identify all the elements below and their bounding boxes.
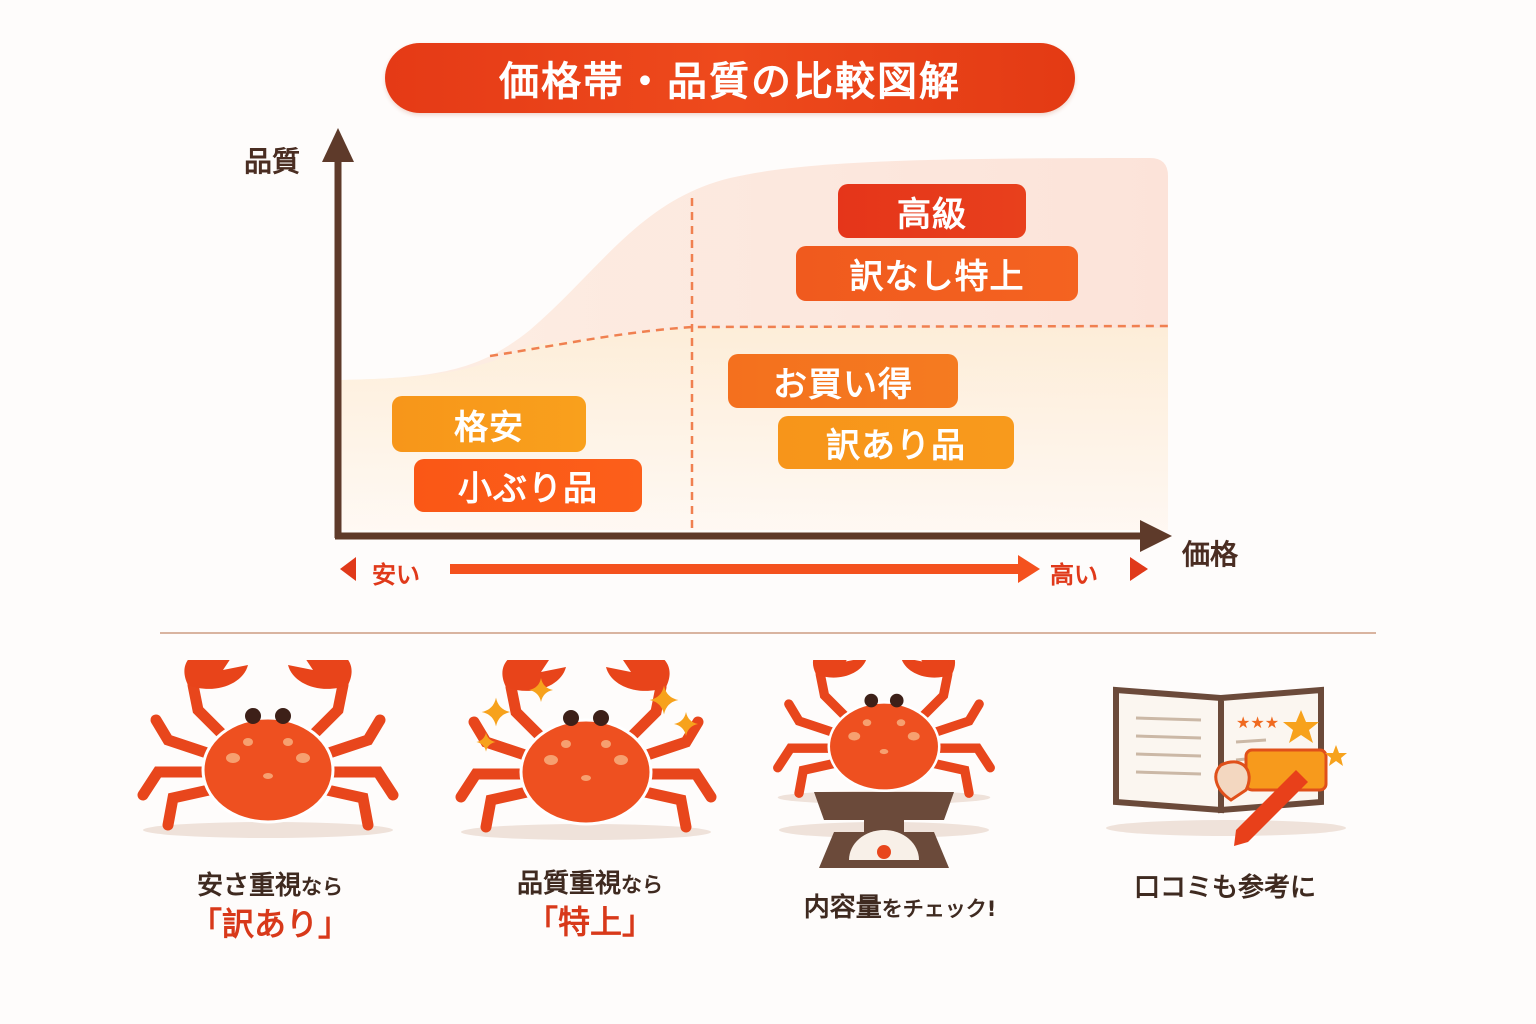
- tip-cheap-caption: 安さ重視なら 「訳あり」: [189, 871, 350, 943]
- y-axis-arrow-icon: [322, 128, 354, 162]
- tag-outlet-item: 訳あり品: [778, 416, 1014, 469]
- right-end-arrow-icon: [1130, 557, 1148, 581]
- price-high-label: 高い: [1050, 561, 1098, 589]
- x-axis-label: 価格: [1182, 538, 1239, 571]
- x-axis-arrow-icon: [1140, 520, 1172, 552]
- tip-contents-caption: 内容量をチェック!: [803, 893, 997, 923]
- crab-on-scale-icon: [778, 660, 991, 868]
- tag-flawless-top-grade: 訳なし特上: [796, 246, 1078, 301]
- tag-cheap: 格安: [392, 396, 586, 452]
- tag-premium: 高級: [838, 184, 1026, 238]
- left-arrow-icon: [340, 557, 356, 581]
- quadrant-chart: [322, 128, 1172, 583]
- y-axis-label: 品質: [244, 145, 301, 178]
- svg-text:★★★: ★★★: [1236, 713, 1279, 732]
- price-low-label: 安い: [372, 561, 420, 589]
- crab-icon: [143, 660, 393, 838]
- sparkle-crab-icon: [461, 660, 711, 840]
- right-arrow-icon: [1018, 555, 1040, 583]
- tip-quality-caption: 品質重視なら 「特上」: [516, 869, 663, 941]
- horizontal-dashed-divider: [489, 324, 1169, 358]
- section-divider: [160, 632, 1376, 634]
- tag-small-size: 小ぶり品: [414, 459, 642, 512]
- page-title: 価格帯・品質の比較図解: [385, 43, 1075, 113]
- price-scale-bar: [450, 564, 1020, 574]
- tag-bargain: お買い得: [728, 354, 958, 408]
- tip-icons: ★★★: [0, 660, 1347, 868]
- tip-reviews-caption: 口コミも参考に: [1133, 873, 1316, 903]
- review-book-icon: ★★★: [1106, 686, 1347, 846]
